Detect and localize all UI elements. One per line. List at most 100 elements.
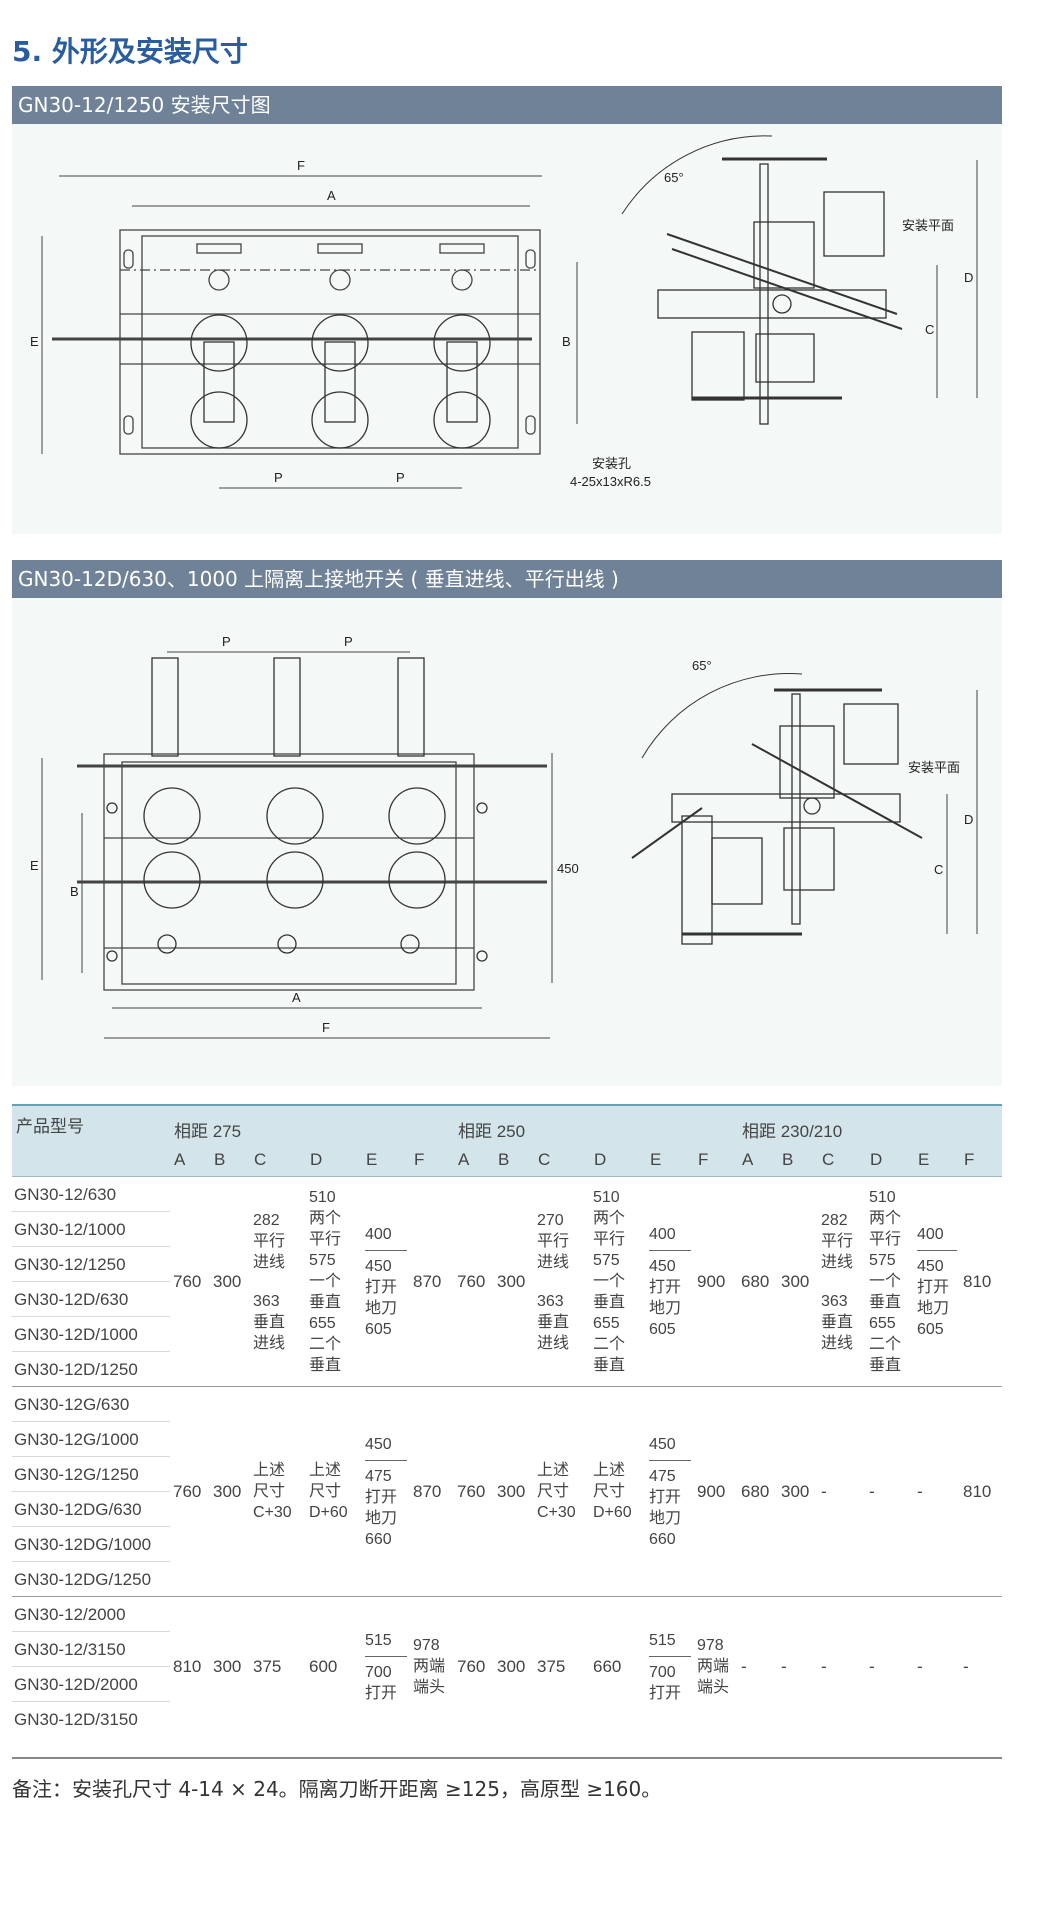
- table-cell: GN30-12/2000: [12, 1596, 170, 1632]
- table-header-cell: B: [210, 1144, 250, 1177]
- table-cell: 660: [593, 1657, 622, 1676]
- table-cell: 上述 尺寸 C+30: [534, 1386, 590, 1597]
- table-cell: -: [869, 1657, 875, 1676]
- table-header-cell: C: [534, 1144, 590, 1177]
- table-row: GN30-12D/1250: [12, 1351, 1002, 1387]
- table-cell: GN30-12D/1000: [12, 1316, 170, 1352]
- table-header-cell: F: [694, 1144, 738, 1177]
- table-header-cell: E: [646, 1144, 694, 1177]
- table-header-cell: C: [818, 1144, 866, 1177]
- table-cell: 上述 尺寸 C+30: [250, 1386, 306, 1597]
- table-cell: 上述 尺寸 D+60: [306, 1386, 362, 1597]
- dim-label-P1: P: [274, 470, 283, 485]
- table-cell: 375: [537, 1657, 566, 1676]
- table-cell: 680: [738, 1386, 778, 1597]
- table-row: GN30-12DG/630: [12, 1491, 1002, 1527]
- table-cell: GN30-12/3150: [12, 1631, 170, 1667]
- table-cell: GN30-12G/1250: [12, 1456, 170, 1492]
- dim-label-B: B: [562, 334, 571, 349]
- table-row: GN30-12D/630: [12, 1281, 1002, 1317]
- table-cell: 300: [497, 1657, 526, 1676]
- table-cell: 300: [213, 1657, 242, 1676]
- table-header-cell: F: [960, 1144, 1002, 1177]
- table-cell: 上述 尺寸 D+60: [590, 1386, 646, 1597]
- table-row: GN30-12/3150: [12, 1631, 1002, 1667]
- table-cell: 810: [960, 1176, 1002, 1387]
- table-header-cell: F: [410, 1144, 454, 1177]
- table-cell: 810: [173, 1657, 202, 1676]
- table-cell: GN30-12/630: [12, 1176, 170, 1212]
- group-header-230: 相距 230/210: [738, 1104, 1002, 1144]
- drawing-gn30-1250: F A E B P P D C 65° 安装平面 安装孔 4-25x13xR6.…: [12, 124, 1002, 534]
- table-cell: GN30-12/1250: [12, 1246, 170, 1282]
- table-row: GN30-12D/3150: [12, 1702, 1002, 1737]
- table-cell: 375: [253, 1657, 282, 1676]
- section2-title-bar: GN30-12D/630、1000 上隔离上接地开关 ( 垂直进线、平行出线 ): [12, 560, 1002, 598]
- table-cell: GN30-12G/1000: [12, 1421, 170, 1457]
- dim2-label-D: D: [964, 812, 973, 827]
- table-cell: -: [917, 1657, 923, 1676]
- dim-label-C: C: [925, 322, 934, 337]
- table-header-cell: D: [866, 1144, 914, 1177]
- table-cell: 900: [694, 1386, 738, 1597]
- plane2-label: 安装平面: [908, 760, 960, 775]
- table-cell: GN30-12D/2000: [12, 1666, 170, 1702]
- table-row: GN30-12/1000: [12, 1211, 1002, 1247]
- table-cell: 760: [170, 1176, 210, 1387]
- mounting-frame: [119, 229, 541, 455]
- table-cell: GN30-12G/630: [12, 1386, 170, 1422]
- dim-label-F: F: [297, 158, 305, 173]
- table-cell: 810: [960, 1386, 1002, 1597]
- table-cell: 978 两端 端头: [413, 1637, 446, 1696]
- table-cell: GN30-12D/630: [12, 1281, 170, 1317]
- table-cell: 760: [454, 1386, 494, 1597]
- dim2-label-A: A: [292, 990, 301, 1005]
- table-cell: GN30-12DG/1250: [12, 1561, 170, 1597]
- table-header-cell: C: [250, 1144, 306, 1177]
- drawing-gn30-12d: P P E B 450 A F D C 65° 安装平面: [12, 598, 1002, 1086]
- table-header-cell: A: [738, 1144, 778, 1177]
- table-cell: -: [781, 1657, 787, 1676]
- table-row: GN30-12G/1000: [12, 1421, 1002, 1457]
- table-header-cell: E: [362, 1144, 410, 1177]
- group-header-250: 相距 250: [454, 1104, 738, 1144]
- table-cell: -: [866, 1386, 914, 1597]
- table-cell: -: [741, 1657, 747, 1676]
- table-row: GN30-12/1250: [12, 1246, 1002, 1282]
- dim2-label-F: F: [322, 1020, 330, 1035]
- table-cell: -: [818, 1386, 866, 1597]
- hole-size-label: 4-25x13xR6.5: [570, 474, 651, 489]
- dim-label-A: A: [327, 188, 336, 203]
- table-row: GN30-12DG/1000: [12, 1526, 1002, 1562]
- table-cell: 978 两端 端头: [697, 1637, 730, 1696]
- table-row: GN30-12D/2000: [12, 1666, 1002, 1702]
- table-header-cell: B: [778, 1144, 818, 1177]
- table-row: GN30-12G/630 760 300 上述 尺寸 C+30 上述 尺寸 D+…: [12, 1386, 1002, 1597]
- table-row: GN30-12DG/1250: [12, 1561, 1002, 1597]
- table-cell: 760: [457, 1657, 486, 1676]
- table-header-cell: A: [170, 1144, 210, 1177]
- table-cell: 510 两个 平行 575 一个 垂直 655 二个 垂直: [866, 1176, 914, 1387]
- table-header-cell: E: [914, 1144, 960, 1177]
- table-cell: 760: [170, 1386, 210, 1597]
- angle2-label: 65°: [692, 658, 712, 673]
- hole-label: 安装孔: [592, 456, 631, 471]
- footnote: 备注：安装孔尺寸 4-14 × 24。隔离刀断开距离 ≥125，高原型 ≥160…: [12, 1757, 1002, 1802]
- table-row: GN30-12D/1000: [12, 1316, 1002, 1352]
- table-cell: 510 两个 平行 575 一个 垂直 655 二个 垂直: [590, 1176, 646, 1387]
- table-cell: 760: [454, 1176, 494, 1387]
- table-header-cell: D: [306, 1144, 362, 1177]
- table-cell: GN30-12D/3150: [14, 1709, 138, 1729]
- table-header-cell: D: [590, 1144, 646, 1177]
- dim-label-P2: P: [396, 470, 405, 485]
- dim2-label-450: 450: [557, 861, 579, 876]
- table-cell: 600: [309, 1657, 338, 1676]
- table-cell: 300: [494, 1386, 534, 1597]
